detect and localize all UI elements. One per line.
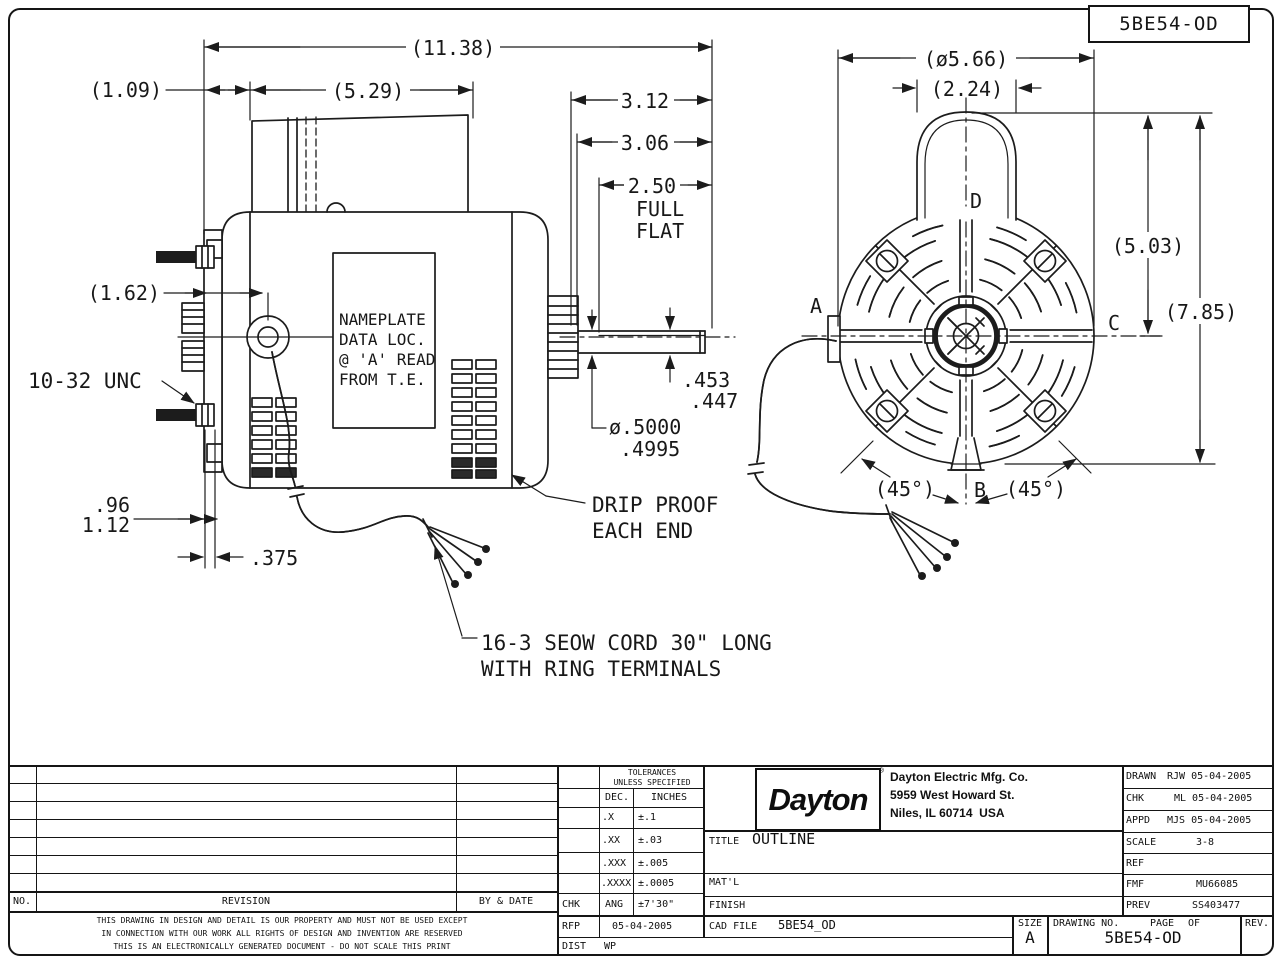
fmf-value: MU66085 — [1196, 879, 1239, 890]
dim-112: 1.12 — [82, 513, 130, 537]
dim-flat-453: .453 — [682, 368, 730, 392]
tol-col-inches: INCHES — [650, 792, 688, 803]
cord-note: 16-3 SEOW CORD 30" LONG — [481, 631, 772, 655]
svg-text:WITH RING TERMINALS: WITH RING TERMINALS — [481, 657, 721, 681]
motor-side-view: NAMEPLATE DATA LOC. @ 'A' READ FROM T.E. — [156, 114, 736, 588]
dim-250: 2.50 — [628, 174, 676, 198]
tol-header: TOLERANCES — [627, 768, 677, 777]
matl-label: MAT'L — [709, 877, 740, 888]
finish-label: FINISH — [709, 900, 746, 911]
dim-shaft-dia: ø.5000 — [609, 415, 681, 439]
ref-label: REF — [1126, 858, 1145, 869]
svg-text:FROM T.E.: FROM T.E. — [339, 370, 426, 389]
vent-slot-rings — [854, 224, 1078, 448]
dim-785: (7.85) — [1165, 300, 1237, 324]
label-b: B — [974, 478, 986, 502]
power-cord-front — [747, 338, 959, 580]
chk-value: ML 05-04-2005 — [1174, 793, 1253, 804]
terminal-box — [251, 114, 469, 220]
through-bolt-ribs — [181, 302, 205, 372]
size-value: A — [1025, 928, 1035, 947]
svg-text:.4995: .4995 — [620, 437, 680, 461]
svg-text:EACH END: EACH END — [592, 519, 693, 543]
tol-col-dec: DEC. — [604, 792, 630, 803]
technical-drawing: NAMEPLATE DATA LOC. @ 'A' READ FROM T.E. — [28, 35, 1242, 681]
nameplate — [332, 252, 436, 429]
shaft — [547, 295, 706, 379]
dim-96: .96 — [94, 493, 130, 517]
drawing-title: OUTLINE — [752, 830, 816, 848]
dim-306: 3.06 — [621, 131, 669, 155]
scale-value: 3-8 — [1196, 837, 1215, 848]
dim-503: (5.03) — [1112, 234, 1184, 258]
sheet-border — [8, 8, 1274, 956]
mounting-studs — [156, 245, 215, 427]
dim-375: .375 — [250, 546, 298, 570]
corner-number-box: 5BE54-OD — [1088, 5, 1250, 43]
vent-slots-left — [251, 397, 297, 478]
dim-face-dia: (ø5.66) — [924, 47, 1008, 71]
svg-text:DATA LOC.: DATA LOC. — [339, 330, 426, 349]
angle-left: (45°) — [875, 477, 935, 501]
label-d: D — [970, 189, 982, 213]
company-address: Dayton Electric Mfg. Co. — [890, 770, 1029, 784]
prev-value: SS403477 — [1192, 900, 1241, 911]
drawing-number: 5BE54-OD — [1104, 928, 1182, 947]
vent-slots-right — [451, 359, 497, 479]
dim-overall-length: (11.38) — [411, 36, 495, 60]
power-cord-side — [271, 351, 490, 588]
disclaimer: THIS DRAWING IN DESIGN AND DETAIL IS OUR… — [96, 916, 468, 925]
label-c: C — [1108, 311, 1120, 335]
dim-529: (5.29) — [332, 79, 404, 103]
drawn-value: RJW 05-04-2005 — [1167, 771, 1252, 782]
mounting-bolts — [865, 239, 1067, 433]
thread-note: 10-32 UNC — [28, 369, 142, 393]
motor-front-view — [747, 97, 1163, 580]
title-label: TITLE — [709, 836, 740, 847]
dayton-logo: Dayton — [755, 768, 881, 831]
full-flat-note: FULL — [636, 197, 684, 221]
svg-text:@ 'A' READ: @ 'A' READ — [339, 350, 435, 369]
dim-162: (1.62) — [88, 281, 160, 305]
face-spokes — [839, 219, 1093, 437]
dim-flat-447: .447 — [690, 389, 738, 413]
registered-mark: ® — [879, 766, 884, 775]
dim-109: (1.09) — [90, 78, 162, 102]
nameplate-text: NAMEPLATE — [339, 310, 426, 329]
angle-right: (45°) — [1006, 477, 1066, 501]
cad-file-value: 5BE54_OD — [778, 918, 836, 932]
label-a: A — [810, 294, 822, 318]
cad-file-label: CAD FILE — [709, 921, 758, 932]
appd-value: MJS 05-04-2005 — [1167, 815, 1252, 826]
dim-224: (2.24) — [931, 77, 1003, 101]
front-view-dimensions: (ø5.66) (2.24) (5.03) (7.85) A D C — [810, 46, 1242, 505]
drip-proof-note: DRIP PROOF — [592, 493, 718, 517]
dim-312: 3.12 — [621, 89, 669, 113]
svg-text:FLAT: FLAT — [636, 219, 684, 243]
body-top-bump — [326, 202, 346, 213]
side-view-dimensions: (11.38) (1.09) (5.29) 3.12 3.06 — [28, 35, 772, 681]
